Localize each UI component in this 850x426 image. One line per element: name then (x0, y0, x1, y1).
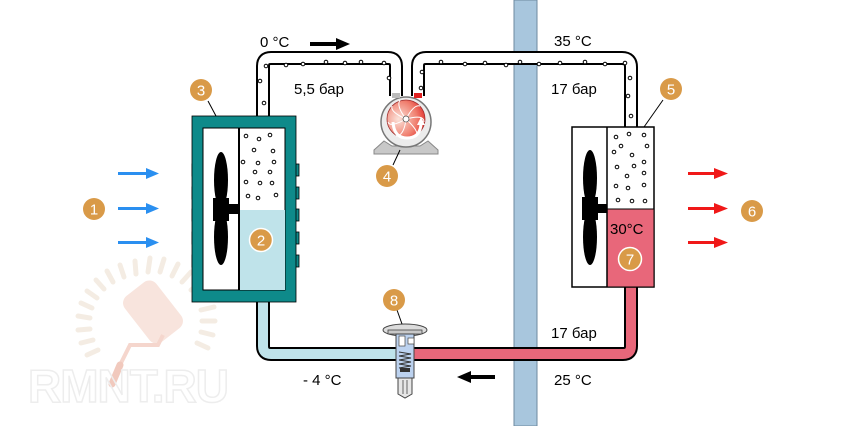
fan-icon (582, 150, 607, 265)
indoor-air-arrows (118, 168, 159, 248)
svg-text:4: 4 (383, 169, 391, 186)
fan-icon (213, 152, 239, 265)
svg-text:2: 2 (257, 233, 265, 250)
discharge-temperature-label: 35 °C (554, 33, 592, 50)
badge-7: 7 (617, 246, 643, 272)
condenser-temperature-label: 30°C (610, 221, 644, 238)
badge-6: 6 (741, 200, 763, 222)
arrow-right-red-icon (688, 168, 728, 179)
liquid-temperature-label: 25 °C (554, 372, 592, 389)
svg-text:3: 3 (197, 83, 205, 100)
discharge-pressure-label: 17 бар (551, 81, 597, 98)
badge-1: 1 (83, 198, 105, 220)
discharge-pipe (411, 51, 638, 128)
evaporator-leader-line (207, 100, 217, 117)
liquid-pressure-label: 17 бар (551, 325, 597, 342)
watermark: RMNT.RU (27, 255, 230, 413)
arrow-left-black-icon (457, 371, 495, 383)
suction-temperature-label: 0 °C (260, 34, 290, 51)
svg-text:5: 5 (667, 82, 675, 99)
compressor-leader-line (392, 149, 401, 166)
svg-text:7: 7 (626, 252, 634, 269)
watermark-paint-roller-icon (108, 280, 183, 388)
arrow-right-blue-icon (118, 168, 159, 179)
valve-leader-line (396, 309, 403, 325)
compressor-icon (373, 93, 439, 155)
arrow-right-red-icon (688, 203, 728, 214)
svg-text:6: 6 (748, 204, 756, 221)
outdoor-unit-condenser: 30°C (571, 126, 655, 288)
badge-5: 5 (660, 78, 682, 100)
outdoor-air-arrows (688, 168, 728, 248)
badge-8: 8 (383, 289, 405, 311)
suction-pressure-label: 5,5 бар (294, 81, 344, 98)
condenser-leader-line (643, 99, 664, 128)
evaporator-outlet-temperature-label: - 4 °C (303, 372, 342, 389)
watermark-text: RMNT.RU (28, 360, 228, 412)
expansion-valve-icon (382, 323, 428, 399)
arrow-right-blue-icon (118, 237, 159, 248)
wall (513, 0, 538, 426)
badge-2: 2 (248, 227, 274, 253)
watermark-sunburst-icon (75, 255, 218, 358)
arrow-right-black-icon (310, 38, 350, 50)
indoor-unit-evaporator (191, 115, 300, 303)
suction-pipe (256, 51, 403, 118)
cold-liquid-pipe (256, 300, 398, 361)
badge-4: 4 (376, 165, 398, 187)
hot-liquid-pipe (410, 286, 638, 361)
svg-text:1: 1 (90, 202, 98, 219)
arrow-right-blue-icon (118, 203, 159, 214)
badge-3: 3 (190, 79, 212, 101)
svg-text:8: 8 (390, 293, 398, 310)
arrow-right-red-icon (688, 237, 728, 248)
